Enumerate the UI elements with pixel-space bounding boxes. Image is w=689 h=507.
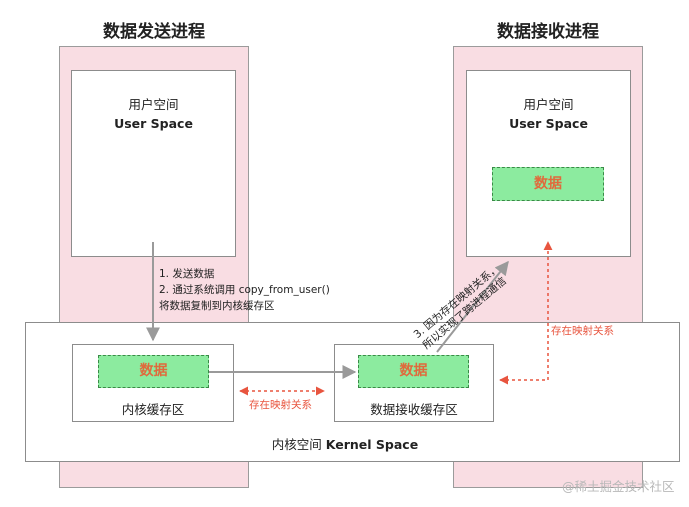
mapping-note-bottom: 存在映射关系 [249,399,312,411]
sender-user-space-label-en: User Space [114,116,193,131]
kernel-space-label-en: Kernel Space [325,437,419,452]
kernel-space-label: 内核空间 Kernel Space [255,435,435,454]
sender-process-title: 数据发送进程 [103,22,205,42]
cross-process-arrow [436,260,509,353]
mapping-arrow-right [499,241,553,385]
receiver-user-space-label-cn: 用户空间 [523,97,574,112]
watermark: @稀土掘金技术社区 [562,479,675,494]
sender-user-space: 用户空间 User Space [71,70,236,257]
step1-text: 1. 发送数据 [159,268,215,280]
kernel-buffer-caption: 内核缓存区 [121,402,185,417]
receive-buffer-caption: 数据接收缓存区 [370,402,458,417]
receiver-user-space-label-en: User Space [509,116,588,131]
receiver-user-data-chip: 数据 [492,167,604,201]
step2-text: 2. 通过系统调用 copy_from_user() [159,284,330,296]
kernel-buffer-data-chip: 数据 [98,355,209,388]
sender-user-space-label-cn: 用户空间 [128,97,179,112]
kernel-space-label-cn: 内核空间 [271,437,322,452]
mapping-note-right: 存在映射关系 [551,325,614,337]
receive-buffer-data-chip: 数据 [358,355,469,388]
receiver-user-space: 用户空间 User Space [466,70,631,257]
receiver-process-title: 数据接收进程 [497,22,599,42]
step2-detail-text: 将数据复制到内核缓存区 [159,300,275,312]
